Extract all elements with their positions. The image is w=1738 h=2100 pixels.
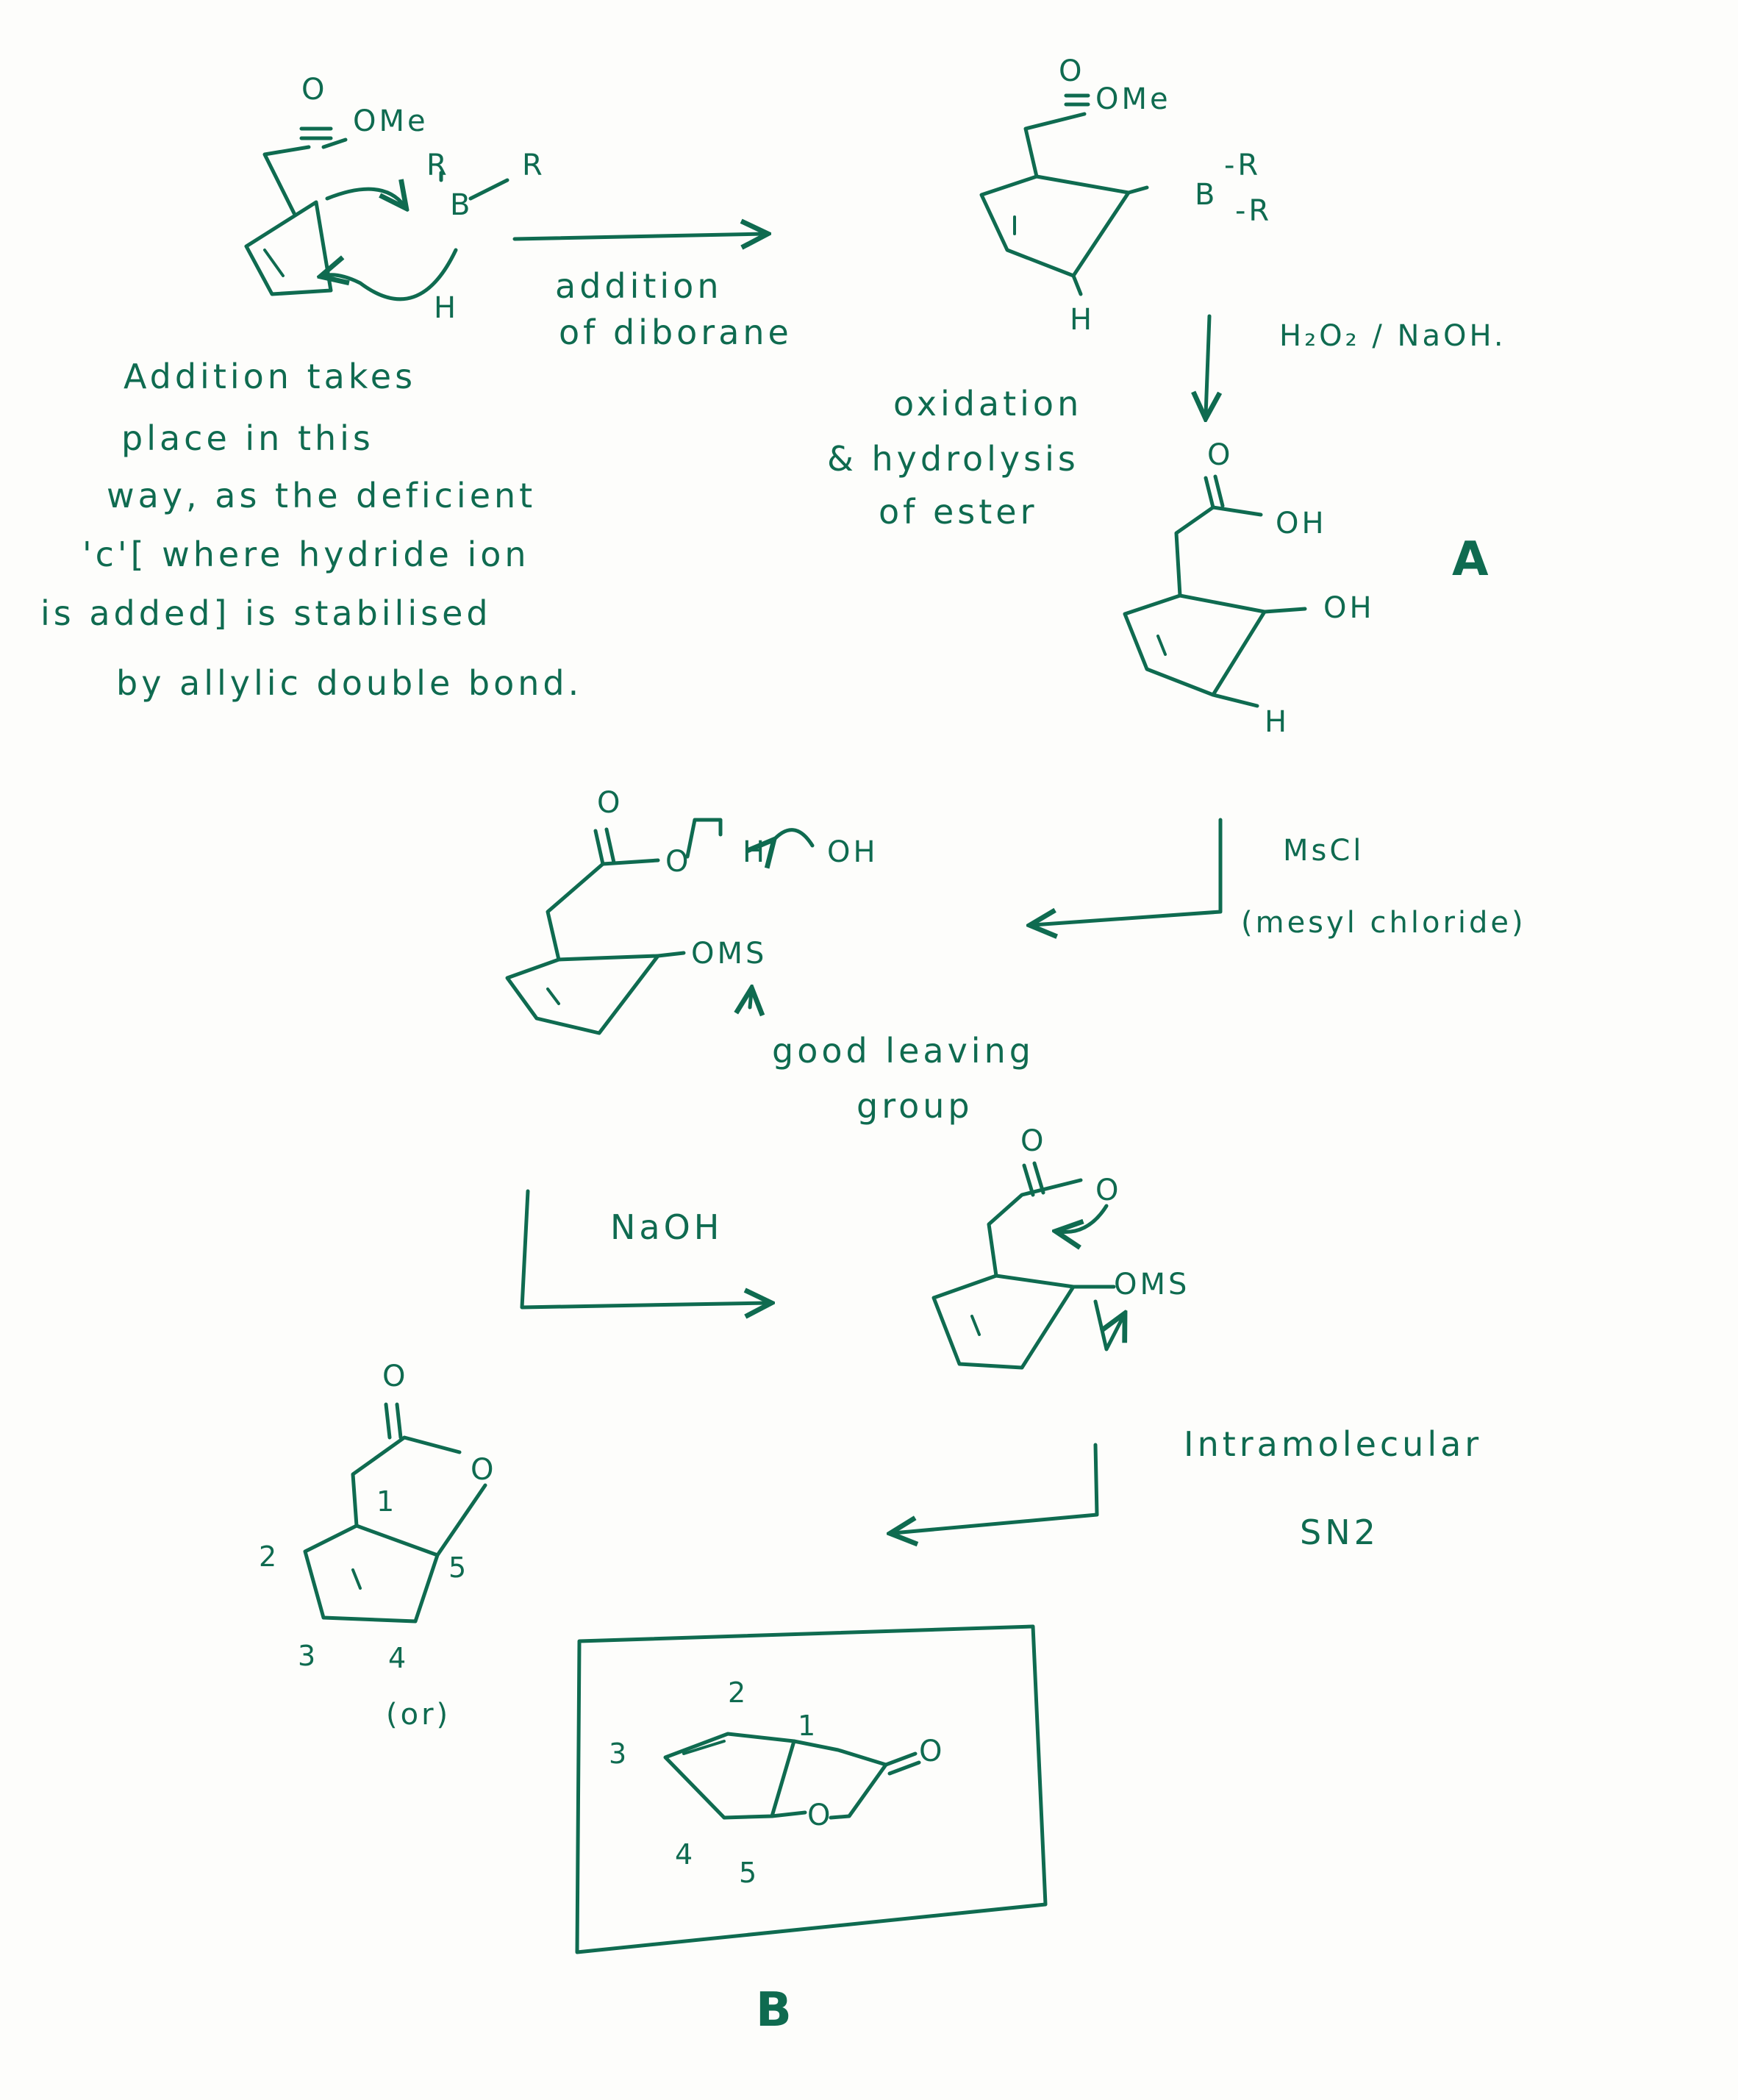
step5-arrow: Intramolecular SN2 [893, 1424, 1482, 1552]
carboxylate-carbonyl-o: O [1020, 1124, 1046, 1158]
lactoneb-n4: 4 [675, 1838, 693, 1871]
adduct-r1: -R [1224, 149, 1261, 182]
step2-arrow: H₂O₂ / NaOH. oxidation & hydrolysis of e… [827, 314, 1506, 532]
regio-note-line-4: 'c'[ where hydride ion [82, 535, 530, 574]
borane-r1: R [426, 149, 450, 182]
mesylate-oms: OMS [691, 937, 767, 971]
lactoneb-n1: 1 [798, 1710, 815, 1742]
regio-note-line-1: Addition takes [124, 357, 416, 396]
step1-label-line2: of diborane [559, 312, 793, 352]
mesylate-o: O [665, 845, 691, 879]
adduct-boron: B [1195, 178, 1217, 212]
step5-label-line2: SN2 [1300, 1512, 1379, 1552]
lactone-1-structure: O O 1 2 3 4 5 (or) [259, 1360, 496, 1732]
reactant-structure: O OMe R R B H [244, 73, 546, 325]
step4-reagent: NaOH [610, 1207, 723, 1247]
product-a-label: A [1452, 532, 1489, 587]
mesylate-carbonyl-o: O [597, 786, 623, 820]
reactant-ome: OMe [353, 104, 429, 138]
lactoneb-n3: 3 [609, 1738, 626, 1770]
lactone1-n1: 1 [376, 1485, 394, 1518]
step2-desc-line3: of ester [879, 492, 1037, 532]
regio-note-line-3: way, as the deficient [107, 476, 536, 515]
lactone1-carbonyl-o: O [382, 1360, 408, 1393]
lactone1-n3: 3 [298, 1640, 315, 1672]
step2-reagent: H₂O₂ / NaOH. [1279, 319, 1506, 353]
lactoneb-n2: 2 [728, 1676, 745, 1709]
regio-note-line-2: place in this [121, 418, 374, 458]
borane-b: B [450, 188, 473, 222]
lactone1-n2: 2 [259, 1540, 276, 1573]
step3-reagent-line1: MsCl [1283, 834, 1364, 868]
carboxylate-oms: OMS [1114, 1268, 1190, 1301]
mesylate-note-line2: group [857, 1086, 973, 1126]
step3-arrow: MsCl (mesyl chloride) [1033, 818, 1526, 940]
step4-arrow: NaOH [520, 1189, 768, 1307]
hydride-h: H [434, 291, 459, 325]
mesylate-structure: O O H OH OMS good leaving group [505, 786, 1034, 1126]
or-text: (or) [386, 1698, 451, 1732]
regio-note-line-5: is added] is stabilised [40, 593, 492, 633]
product-b-label: B [756, 1983, 792, 2038]
mesylate-note-line1: good leaving [772, 1031, 1034, 1071]
a-h: H [1265, 705, 1290, 739]
step3-reagent-line2: (mesyl chloride) [1241, 906, 1526, 940]
step5-label-line1: Intramolecular [1184, 1424, 1482, 1464]
mesylate-hydroxide: OH [827, 835, 879, 869]
lactoneb-carbonyl-o: O [919, 1735, 945, 1768]
borane-r2: R [522, 149, 546, 182]
regio-note-line-6: by allylic double bond. [116, 663, 582, 703]
lactone1-n5: 5 [448, 1551, 466, 1584]
adduct-ome: OMe [1095, 82, 1171, 116]
lactoneb-n5: 5 [739, 1857, 757, 1889]
a-carbonyl-o: O [1207, 438, 1233, 472]
lactoneb-ring-o: O [807, 1799, 833, 1832]
a-acid-oh: OH [1276, 507, 1327, 540]
carboxylate-oxide: O [1095, 1174, 1121, 1207]
reactant-carbonyl-o: O [301, 73, 327, 107]
step2-desc-line2: & hydrolysis [827, 439, 1079, 479]
regio-note: Addition takes place in this way, as the… [40, 357, 582, 703]
lactone1-ring-o: O [471, 1453, 496, 1487]
carboxylate-structure: O O OMS [931, 1124, 1190, 1370]
step1-arrow: addition of diborane [512, 234, 793, 352]
adduct-carbonyl-o: O [1059, 54, 1084, 88]
product-a-structure: O OH OH H A [1123, 438, 1489, 739]
a-ring-oh: OH [1323, 591, 1375, 625]
adduct-r2: -R [1235, 194, 1272, 228]
borane-adduct-structure: O OMe B -R -R H [979, 54, 1272, 337]
adduct-h: H [1070, 303, 1095, 337]
lactone1-n4: 4 [388, 1642, 406, 1674]
step2-desc-line1: oxidation [893, 384, 1082, 424]
lactone-b-box: O O 1 2 3 4 5 B [575, 1624, 1048, 2038]
step1-label-line1: addition [555, 266, 722, 306]
mesylate-h: H [743, 835, 768, 869]
